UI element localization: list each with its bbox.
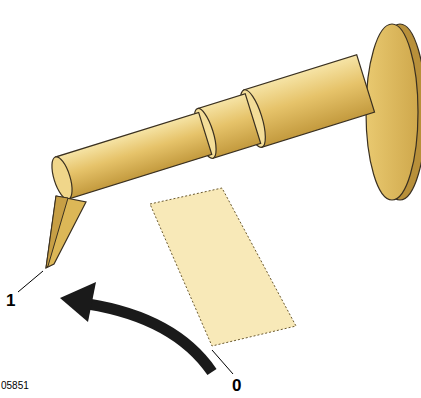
rotation-arrow xyxy=(88,304,212,372)
figure-code: 05851 xyxy=(1,381,29,391)
lever-side xyxy=(46,196,68,268)
leader-line xyxy=(212,350,233,374)
callout-number: 1 xyxy=(6,292,15,309)
callout-number: 0 xyxy=(232,377,241,394)
arrow-head xyxy=(60,282,96,322)
lever-position-0 xyxy=(150,188,296,346)
lever-position-1 xyxy=(46,196,86,268)
leader-line xyxy=(18,271,43,292)
shaft xyxy=(45,55,374,209)
